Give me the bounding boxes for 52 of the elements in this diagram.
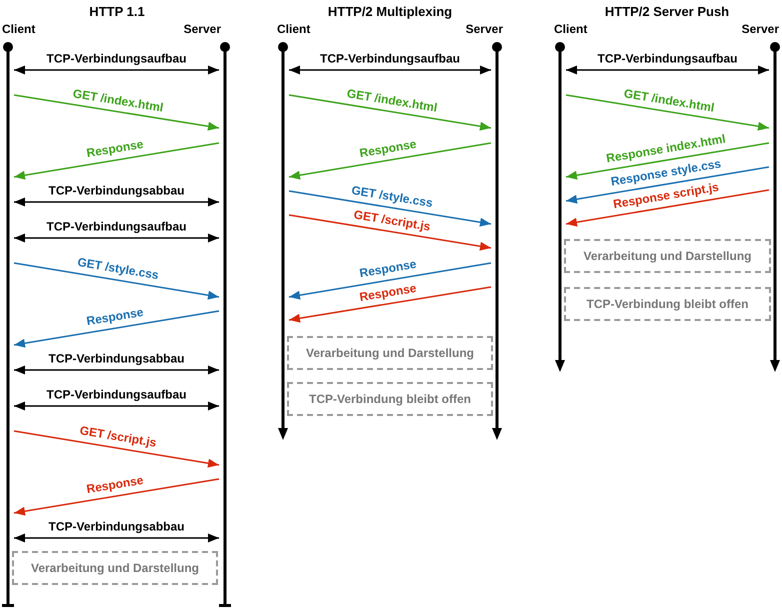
arrow [14,310,220,348]
edge-label: TCP-Verbindungsabbau [46,520,186,534]
arrow [14,366,219,374]
arrow [288,262,492,300]
arrow [288,214,492,251]
arrow [566,66,769,74]
participant-label: Client [277,22,310,36]
participant-label: Client [2,22,36,36]
arrow [14,198,219,206]
process-box: Verarbeitung und Darstellung [12,551,218,585]
participant-label: Server [742,22,779,36]
arrow [14,430,220,468]
process-box: Verarbeitung und Darstellung [287,336,493,370]
arrow [289,66,491,74]
edge-label: TCP-Verbindungsaufbau [44,388,188,402]
lifeline [491,41,503,440]
arrow [566,94,770,131]
participant-label: Server [466,22,503,36]
arrow [566,166,770,204]
arrow [288,94,492,131]
edge-label: TCP-Verbindungsaufbau [318,52,462,66]
arrow [288,142,492,180]
panel-heading: HTTP/2 Server Push [604,4,730,19]
arrow [14,142,220,180]
lifeline [554,41,566,372]
arrow [288,190,492,227]
lifeline [277,41,289,440]
panel-heading: HTTP 1.1 [89,4,145,19]
arrow [14,66,219,74]
edge-label: TCP-Verbindungsaufbau [44,52,188,66]
process-box: Verarbeitung und Darstellung [564,239,771,273]
arrow [566,142,770,180]
arrow [14,234,219,242]
arrow [566,189,770,227]
participant-label: Server [184,22,221,36]
arrow [288,286,492,323]
edge-label: TCP-Verbindungsaufbau [44,220,188,234]
panel-heading: HTTP/2 Multiplexing [328,4,452,19]
arrow [14,94,220,131]
arrow [14,534,219,542]
process-box: TCP-Verbindung bleibt offen [287,382,493,416]
edge-label: TCP-Verbindungsaufbau [596,52,740,66]
arrow [14,478,220,516]
lifeline [2,41,14,607]
edge-label: TCP-Verbindungsabbau [46,184,186,198]
arrow [14,262,220,300]
process-box: TCP-Verbindung bleibt offen [564,287,771,321]
lifeline [219,41,231,607]
participant-label: Client [554,22,588,36]
lifeline [769,41,781,372]
arrow [14,402,219,410]
edge-label: TCP-Verbindungsabbau [46,352,186,366]
